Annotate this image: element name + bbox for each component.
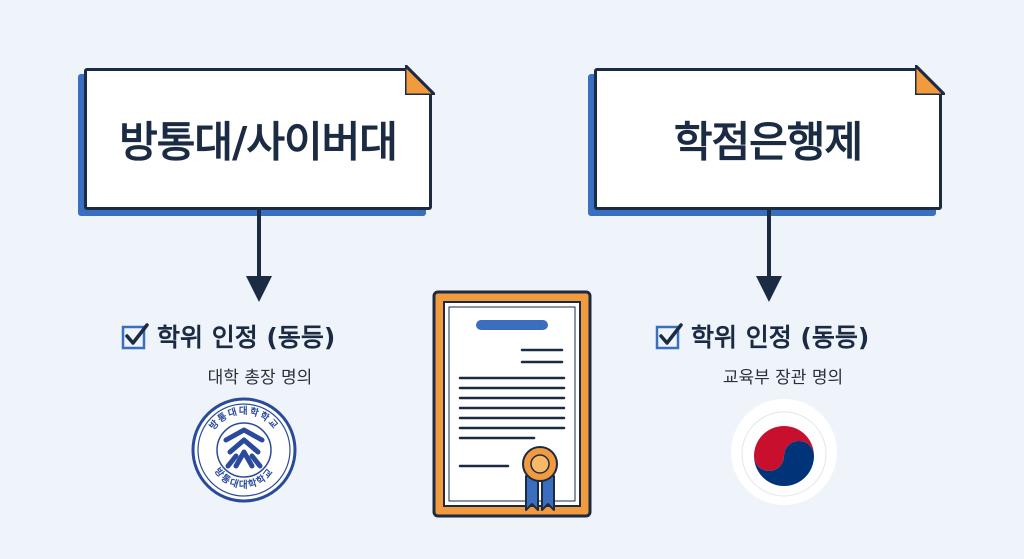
certificate-icon — [432, 290, 592, 518]
card-distance-university: 방통대/사이버대 — [78, 65, 435, 216]
card-credit-bank: 학점은행제 — [588, 65, 945, 216]
folded-corner-icon — [405, 65, 435, 95]
folded-corner-icon — [915, 65, 945, 95]
ribbon-medal-icon — [522, 446, 558, 511]
degree-label: 학위 인정 (동등) — [691, 323, 870, 352]
arrow-shaft — [257, 210, 261, 278]
university-seal-icon: 방통대대학학교 방통대대학학교 — [191, 397, 297, 503]
checkbox-check-icon — [121, 323, 149, 350]
issuer-text: 교육부 장관 명의 — [722, 368, 844, 388]
issuer-text: 대학 총장 명의 — [207, 368, 313, 388]
card-title: 학점은행제 — [673, 117, 863, 167]
down-arrow-icon — [754, 210, 784, 302]
government-emblem-icon — [731, 399, 837, 505]
card-face — [594, 68, 942, 210]
arrow-head — [756, 276, 782, 302]
card-title: 방통대/사이버대 — [119, 117, 398, 167]
arrow-head — [246, 276, 272, 302]
degree-recognition-left: 학위 인정 (동등) — [121, 318, 335, 354]
arrow-shaft — [767, 210, 771, 278]
degree-recognition-right: 학위 인정 (동등) — [655, 318, 869, 354]
card-face — [84, 68, 432, 210]
down-arrow-icon — [244, 210, 274, 302]
degree-label: 학위 인정 (동등) — [157, 323, 336, 352]
checkbox-check-icon — [655, 323, 683, 350]
